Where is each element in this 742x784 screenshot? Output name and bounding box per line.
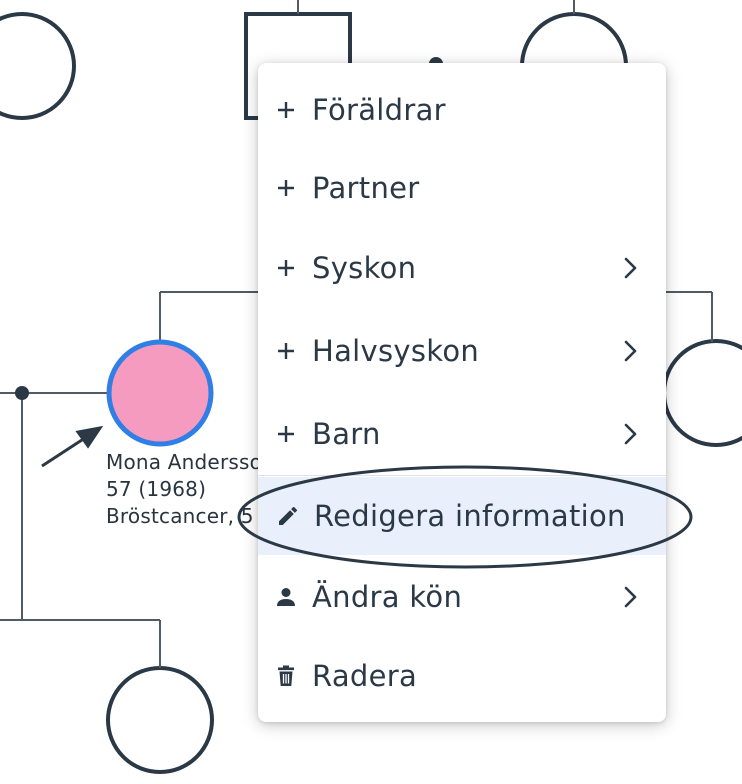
chevron-right-icon bbox=[624, 423, 637, 445]
menu-item-partner[interactable]: Partner bbox=[258, 149, 666, 227]
menu-item-children[interactable]: Barn bbox=[258, 395, 666, 473]
person-icon bbox=[274, 585, 298, 609]
plus-icon bbox=[274, 176, 298, 200]
menu-item-siblings[interactable]: Syskon bbox=[258, 229, 666, 307]
relative-circle-right bbox=[662, 339, 742, 447]
relative-circle-top-left bbox=[0, 12, 76, 120]
menu-divider bbox=[258, 475, 666, 476]
trash-icon bbox=[274, 664, 298, 688]
menu-item-change-sex[interactable]: Ändra kön bbox=[258, 558, 666, 636]
menu-pointer bbox=[226, 353, 262, 413]
menu-item-label: Halvsyskon bbox=[312, 334, 480, 368]
menu-item-label: Föräldrar bbox=[312, 93, 446, 127]
person-name: Mona Andersson bbox=[106, 450, 266, 474]
chevron-right-icon bbox=[624, 340, 637, 362]
plus-icon bbox=[274, 422, 298, 446]
proband-arrow bbox=[41, 425, 104, 468]
selected-person-circle bbox=[106, 339, 214, 447]
pencil-icon bbox=[276, 504, 300, 528]
menu-item-edit-info[interactable]: Redigera information bbox=[258, 477, 666, 555]
person-label: Mona Andersson 57 (1968) Bröstcancer, 5 bbox=[106, 449, 266, 530]
menu-item-label: Ändra kön bbox=[312, 580, 463, 614]
plus-icon bbox=[274, 98, 298, 122]
context-menu: Föräldrar Partner Syskon Halvsyskon bbox=[258, 63, 666, 722]
menu-item-label: Redigera information bbox=[314, 499, 626, 533]
menu-item-label: Barn bbox=[312, 417, 381, 451]
menu-item-half-siblings[interactable]: Halvsyskon bbox=[258, 312, 666, 390]
menu-item-label: Radera bbox=[312, 659, 418, 693]
person-age: 57 (1968) bbox=[106, 477, 207, 501]
menu-item-parents[interactable]: Föräldrar bbox=[258, 71, 666, 149]
person-condition: Bröstcancer, 5 bbox=[106, 504, 254, 528]
menu-item-delete[interactable]: Radera bbox=[258, 637, 666, 715]
menu-item-label: Partner bbox=[312, 171, 420, 205]
chevron-right-icon bbox=[624, 257, 637, 279]
plus-icon bbox=[274, 339, 298, 363]
menu-item-label: Syskon bbox=[312, 251, 417, 285]
plus-icon bbox=[274, 256, 298, 280]
chevron-right-icon bbox=[624, 586, 637, 608]
relative-circle-bottom bbox=[106, 666, 214, 774]
union-node bbox=[15, 386, 29, 400]
